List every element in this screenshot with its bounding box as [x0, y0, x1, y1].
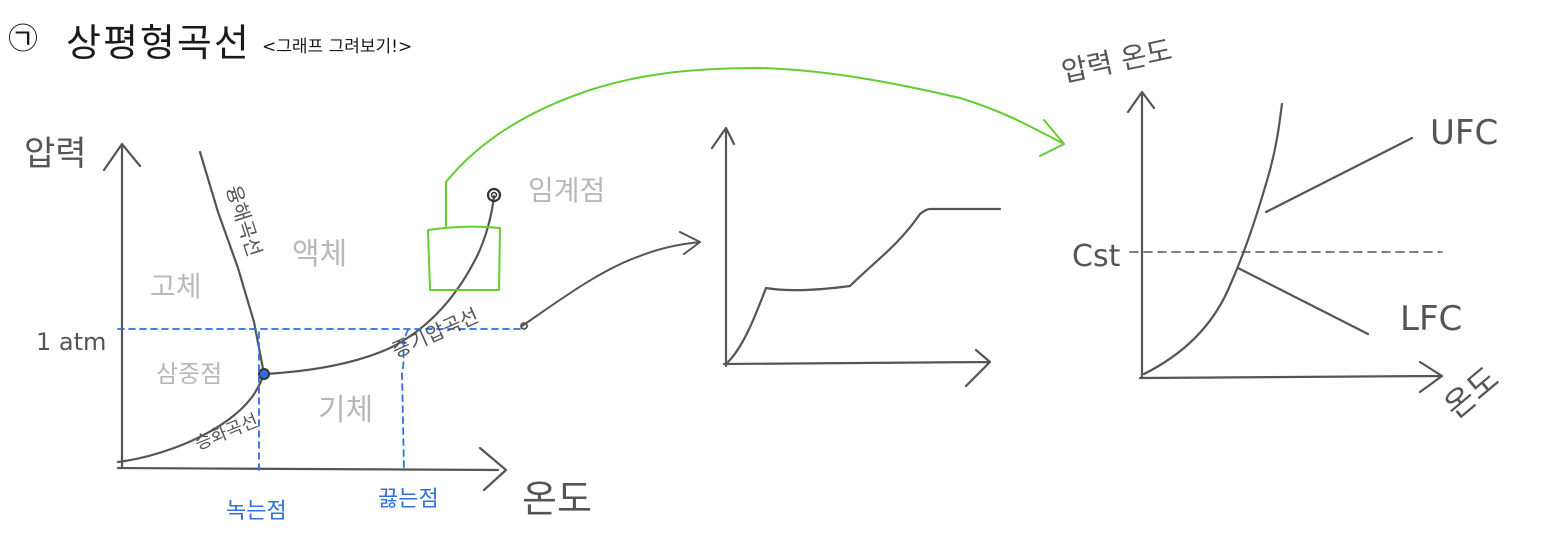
- heating-curve-graph: [710, 126, 1002, 388]
- gas-region-label: 기체: [318, 393, 373, 428]
- boiling-point-guide: [401, 329, 409, 471]
- phase-diagram: 압력 온도 1 atm 고체 액체 기체 삼중점 임계점 융해곡선 증기압곡선 …: [24, 67, 1065, 524]
- page-subtitle: <그래프 그려보기!>: [262, 37, 413, 57]
- melting-curve: [198, 150, 266, 376]
- temperature-axis-label: 온도: [522, 477, 592, 521]
- solid-region-label: 고체: [150, 270, 202, 303]
- link-arrow-start: [520, 322, 528, 330]
- heating-curve: [726, 207, 1002, 364]
- circle-bullet-icon: ㉠: [8, 22, 38, 57]
- heating-y-axis: [710, 126, 736, 368]
- heating-x-axis: [722, 348, 992, 388]
- ucst-label: UFC: [1430, 113, 1498, 153]
- melting-point-label: 녹는점: [226, 499, 287, 524]
- critical-point-inner: [490, 191, 498, 199]
- green-container: [427, 225, 501, 291]
- pressure-axis: [102, 142, 142, 470]
- solution-temperature-graph: 압력 온도 온도 UFC LFC Cst: [1059, 33, 1507, 426]
- temperature-axis: [116, 446, 508, 492]
- solubility-curve: [1142, 102, 1284, 376]
- cst-x-axis: [1138, 360, 1444, 394]
- critical-point-marker: [486, 187, 502, 203]
- triple-point-marker: [258, 368, 270, 380]
- green-arrow: [445, 67, 1065, 227]
- cst-y-axis-label: 압력 온도: [1059, 33, 1175, 89]
- pressure-axis-label: 압력: [24, 134, 87, 174]
- sublimation-curve: [116, 372, 266, 464]
- lcst-label: LFC: [1400, 299, 1462, 339]
- boiling-point-label: 끓는점: [378, 487, 439, 512]
- critical-point-label: 임계점: [528, 174, 605, 207]
- one-atm-label: 1 atm: [36, 328, 106, 356]
- triple-point-label: 삼중점: [156, 360, 222, 388]
- vaporization-curve-label: 증기압곡선: [388, 303, 482, 362]
- ucst-line: [1264, 136, 1414, 214]
- cst-x-axis-label: 온도: [1437, 359, 1507, 426]
- sublimation-curve-label: 승화곡선: [192, 410, 261, 454]
- vaporization-curve: [262, 194, 496, 376]
- cst-y-axis: [1126, 90, 1156, 380]
- lcst-line: [1236, 266, 1370, 336]
- link-arrow: [521, 231, 701, 327]
- melting-curve-label: 융해곡선: [221, 182, 267, 259]
- page-title: 상평형곡선: [66, 21, 251, 65]
- liquid-region-label: 액체: [292, 237, 347, 272]
- cst-label: Cst: [1072, 239, 1121, 274]
